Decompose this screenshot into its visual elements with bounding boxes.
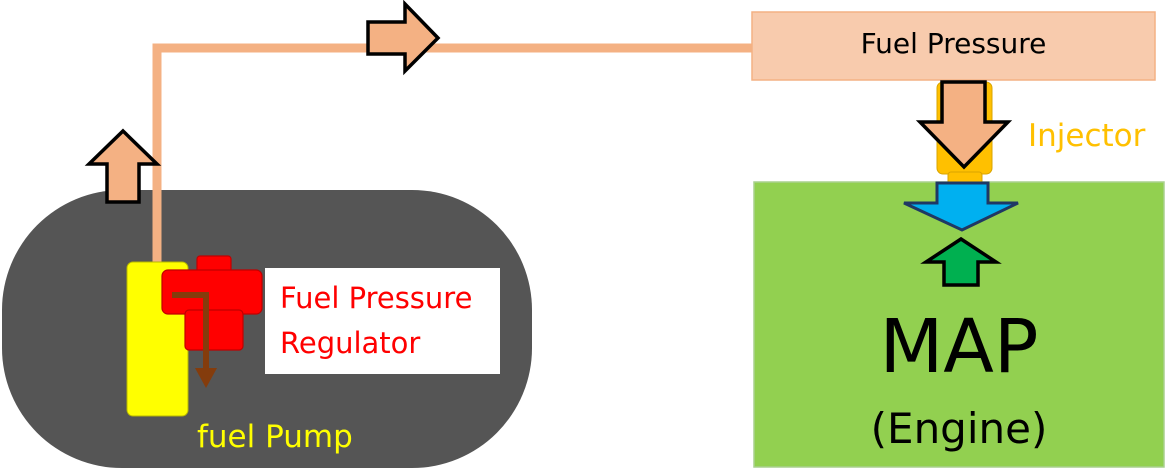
fuel-pressure-label: Fuel Pressure (860, 27, 1047, 60)
regulator-base (184, 309, 244, 351)
fuel-pipe (152, 43, 752, 262)
injector-label: Injector (1028, 118, 1146, 154)
spray-arrow-icon (903, 181, 1019, 232)
return-arrow-icon (195, 368, 217, 388)
map-up-arrow-icon (920, 236, 1002, 287)
regulator-label-line1: Fuel Pressure (280, 281, 473, 315)
regulator-label-line2: Regulator (280, 326, 421, 360)
right-flow-arrow-icon (366, 0, 441, 76)
fuel-pump-label: fuel Pump (197, 419, 353, 455)
fuel-pressure-box (751, 11, 1156, 81)
down-pressure-arrow-icon (915, 80, 1013, 170)
map-label: MAP (879, 304, 1039, 390)
regulator-label-box (265, 268, 500, 374)
up-flow-arrow-icon (84, 128, 162, 204)
engine-label: (Engine) (870, 404, 1048, 453)
